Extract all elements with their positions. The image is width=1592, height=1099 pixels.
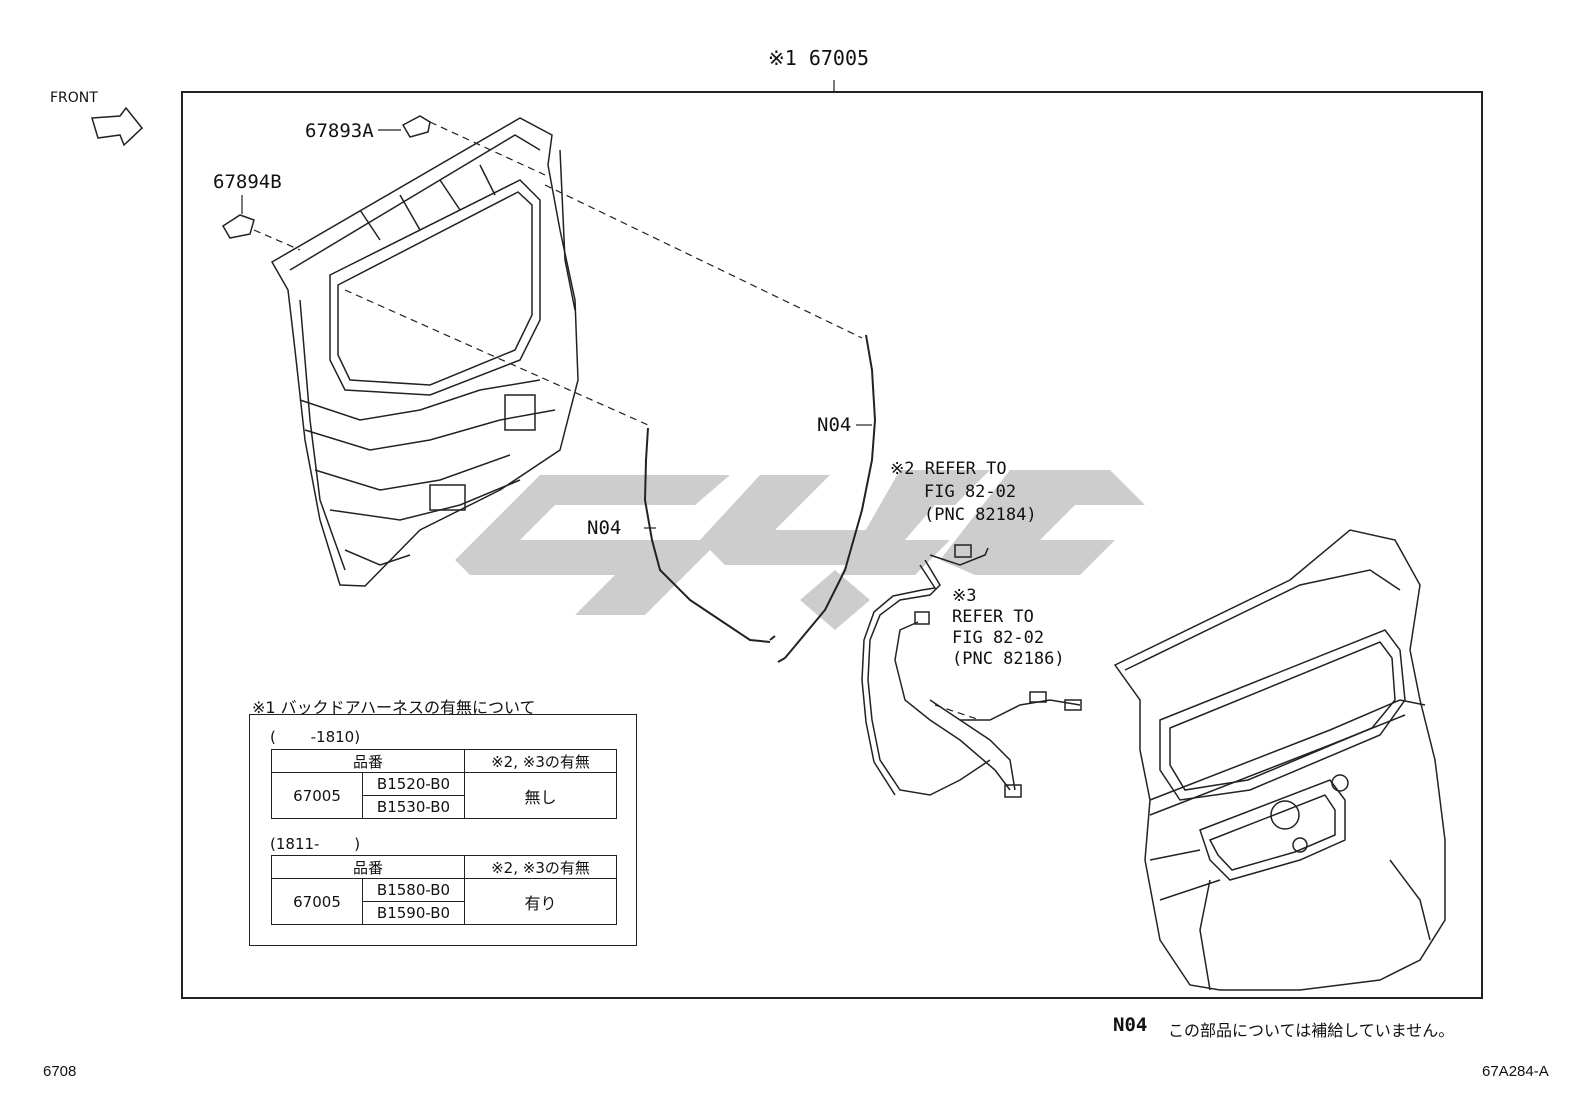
page-code: 6708 bbox=[43, 1063, 77, 1080]
diagram-frame bbox=[181, 91, 1483, 999]
col-presence-header: ※2, ※3の有無 bbox=[464, 855, 617, 879]
n04-cable-left bbox=[643, 427, 776, 643]
presence-value: 有り bbox=[464, 878, 617, 925]
main-part-label[interactable]: ※1 67005 bbox=[768, 46, 870, 70]
note-table-2: 品番 ※2, ※3の有無 67005 B1580-B0 有り B1590-B0 bbox=[271, 855, 617, 925]
callout-67894B[interactable]: 67894B bbox=[213, 171, 282, 193]
back-door-wire-harness bbox=[861, 544, 1082, 798]
code-2: B1590-B0 bbox=[362, 901, 465, 925]
part-number: 67005 bbox=[271, 878, 363, 925]
ref3-line3: FIG 82-02 bbox=[952, 628, 1045, 648]
ref3-line1: ※3 bbox=[952, 586, 977, 606]
code-1: B1580-B0 bbox=[362, 878, 465, 902]
callout-n04-left[interactable]: N04 bbox=[587, 517, 622, 539]
part-number: 67005 bbox=[271, 772, 363, 819]
front-arrow-icon bbox=[91, 106, 144, 147]
ref2-line3: (PNC 82184) bbox=[924, 505, 1037, 525]
back-door-outer-panel bbox=[1113, 529, 1446, 991]
note-box bbox=[249, 714, 637, 946]
code-1: B1520-B0 bbox=[362, 772, 465, 796]
front-label: FRONT bbox=[50, 90, 98, 106]
ref3-line4: (PNC 82186) bbox=[952, 649, 1065, 669]
note-title: ※1 バックドアハーネスの有無について bbox=[252, 698, 536, 717]
footer-n04-code: N04 bbox=[1113, 1014, 1148, 1036]
col-part-header: 品番 bbox=[271, 749, 465, 773]
figure-code: 67A284-A bbox=[1482, 1063, 1549, 1080]
watermark-logo bbox=[455, 470, 1145, 630]
back-door-inner-panel bbox=[270, 117, 579, 587]
note-range-2: (1811- ) bbox=[270, 835, 361, 853]
n04-cable-right bbox=[777, 334, 877, 663]
col-part-header: 品番 bbox=[271, 855, 465, 879]
ref2-line2: FIG 82-02 bbox=[924, 482, 1017, 502]
clip-67894B bbox=[221, 214, 255, 239]
callout-67893A[interactable]: 67893A bbox=[305, 120, 374, 142]
col-presence-header: ※2, ※3の有無 bbox=[464, 749, 617, 773]
callout-n04-right[interactable]: N04 bbox=[817, 414, 852, 436]
clip-67893A bbox=[401, 115, 431, 138]
code-2: B1530-B0 bbox=[362, 795, 465, 819]
note-range-1: ( -1810) bbox=[270, 728, 361, 746]
ref3-line2: REFER TO bbox=[952, 607, 1034, 627]
note-table-1: 品番 ※2, ※3の有無 67005 B1520-B0 無し B1530-B0 bbox=[271, 749, 617, 819]
ref2-line1: ※2 REFER TO bbox=[890, 459, 1007, 479]
ref2-callout[interactable]: ※2 REFER TO FIG 82-02 (PNC 82184) bbox=[890, 458, 1037, 527]
ref3-callout[interactable]: ※3 REFER TO FIG 82-02 (PNC 82186) bbox=[952, 586, 1065, 670]
presence-value: 無し bbox=[464, 772, 617, 819]
footer-n04-text: この部品については補給していません。 bbox=[1168, 1021, 1455, 1040]
